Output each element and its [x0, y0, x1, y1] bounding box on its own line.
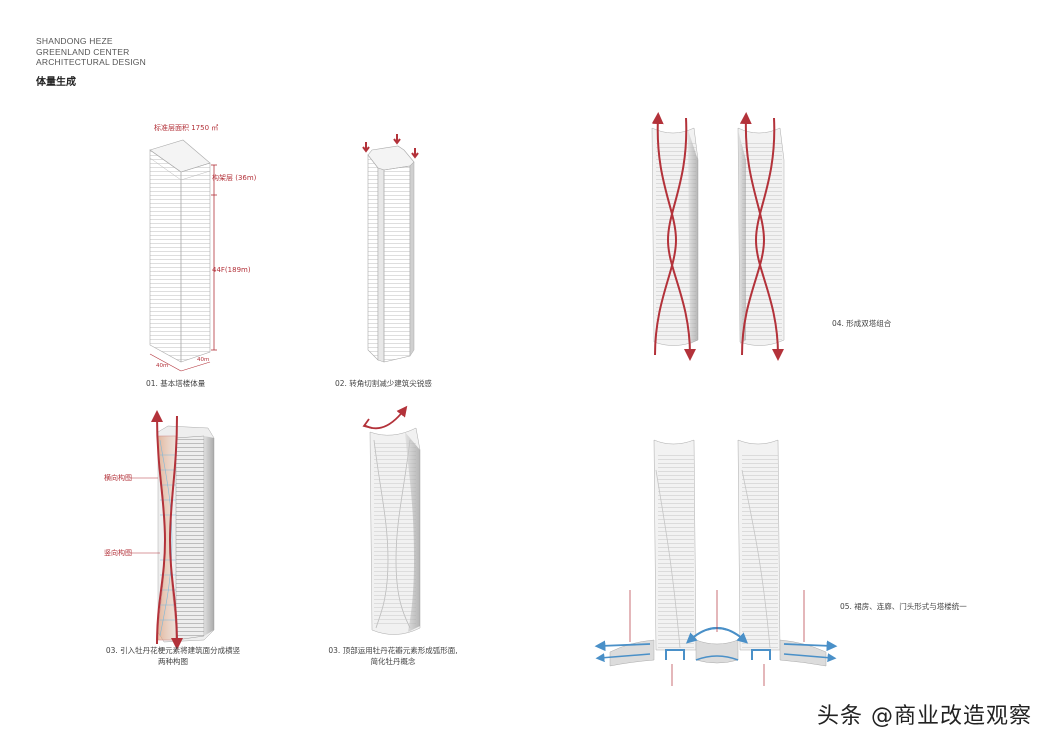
header-line-2: GREENLAND CENTER [36, 46, 130, 57]
header-line-1: SHANDONG HEZE [36, 36, 113, 46]
tower-basic [149, 139, 217, 372]
caption-step-03b-line2: 简化牡丹概念 [370, 657, 416, 666]
annot-tower-height: 44F(189m) [212, 266, 251, 274]
podium-tower-right [737, 439, 781, 651]
header-line-3: ARCHITECTURAL DESIGN [36, 57, 146, 67]
caption-step-05: 05. 裙房、连廊、门头形式与塔楼统一 [840, 602, 967, 611]
annot-vertical-composition: 竖向构图 [104, 549, 132, 557]
dim-depth: 40m [197, 357, 210, 363]
annot-horizontal-composition: 横向构图 [104, 474, 132, 482]
caption-step-03a-line1: 03. 引入牡丹花梗元素将建筑面分成横竖 [105, 646, 241, 655]
podium-tower-left [653, 439, 697, 651]
caption-step-03b: 03. 顶部运用牡丹花瓣元素形成弧形面, 简化牡丹概念 [323, 645, 463, 667]
tower-petal-top [362, 405, 421, 635]
caption-step-03b-line1: 03. 顶部运用牡丹花瓣元素形成弧形面, [328, 646, 458, 655]
caption-step-02: 02. 转角切割减少建筑尖锐感 [335, 379, 432, 388]
twin-towers [651, 112, 785, 361]
twin-tower-left [651, 112, 699, 361]
section-title: 体量生成 [36, 77, 76, 88]
caption-step-01: 01. 基本塔楼体量 [146, 379, 206, 388]
source-watermark: 头条 @商业改造观察 [817, 704, 1032, 729]
twin-tower-right [737, 112, 785, 361]
caption-step-04: 04. 形成双塔组合 [832, 319, 892, 328]
caption-step-03a-line2: 两种构图 [158, 657, 188, 666]
annot-floor-area: 标准层面积 1750 ㎡ [154, 124, 219, 132]
project-header: SHANDONG HEZE GREENLAND CENTER ARCHITECT… [36, 36, 146, 68]
caption-step-03a: 03. 引入牡丹花梗元素将建筑面分成横竖 两种构图 [103, 645, 243, 667]
twin-towers-podium [594, 439, 838, 686]
annot-crown-layer: 构架层 (36m) [212, 174, 257, 182]
dim-width: 40m [156, 363, 169, 369]
tower-composition [130, 410, 215, 650]
tower-chamfered [362, 134, 419, 363]
